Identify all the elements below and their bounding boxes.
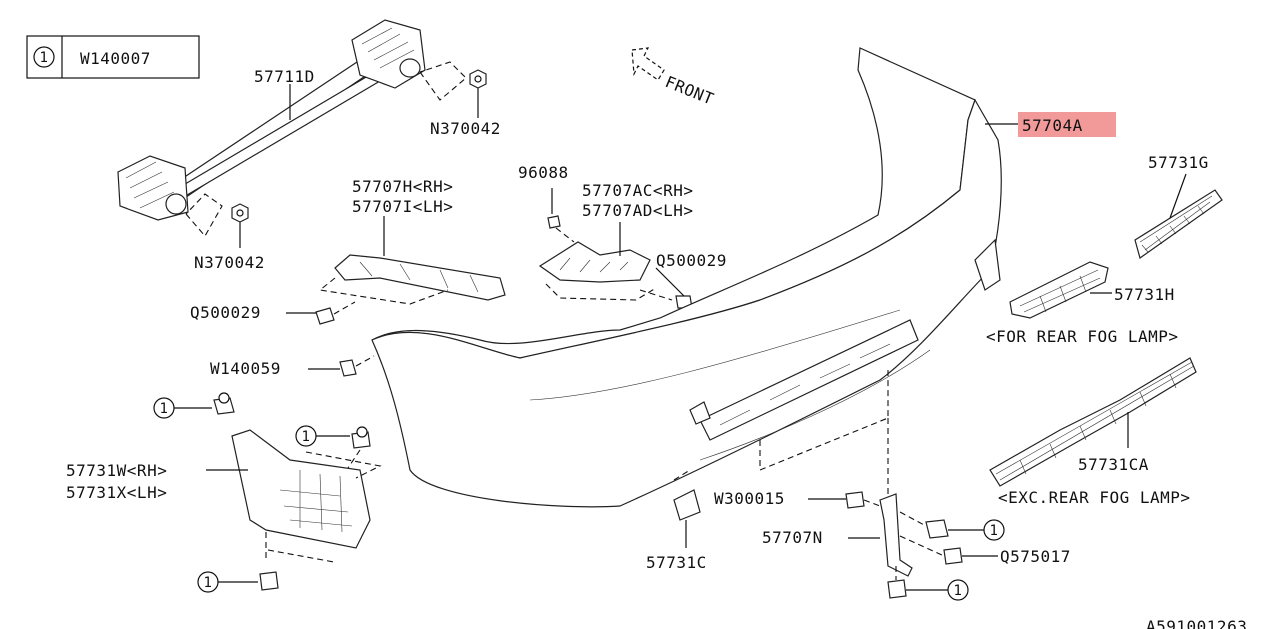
label-bracket-n: 57707N [762, 528, 823, 547]
label-cover-lh: 57731X<LH> [66, 483, 167, 502]
cap-57731c [673, 469, 701, 521]
label-clip-w140059: W140059 [210, 359, 281, 378]
legend-symbol: 1 [40, 50, 49, 66]
clip-w140059 [339, 355, 375, 377]
rear-bumper-cover [371, 47, 1002, 508]
label-clip-96088: 96088 [518, 163, 569, 182]
label-grille-h: 57731H [1114, 285, 1175, 304]
ref-marker-4-label: 1 [990, 523, 999, 539]
screw-q500029-left [315, 301, 356, 325]
front-arrow: FRONT [631, 47, 717, 109]
label-screw-mid: Q500029 [656, 251, 727, 270]
label-nut-left: N370042 [194, 253, 265, 272]
label-bracket-rh: 57707H<RH> [352, 177, 453, 196]
label-screw-left: Q500029 [190, 303, 261, 322]
ref-marker-4: 1 [948, 519, 1005, 541]
bracket-57707n [845, 491, 963, 599]
lower-side-cover [213, 392, 382, 591]
legend-box: 1 W140007 [26, 35, 200, 79]
ref-marker-1-label: 1 [160, 401, 169, 417]
label-bracket-ad: 57707AD<LH> [582, 201, 693, 220]
label-nut-w300015: W300015 [714, 489, 785, 508]
note-exc-fog: <EXC.REAR FOG LAMP> [998, 488, 1191, 507]
ref-marker-5-label: 1 [954, 583, 963, 599]
label-bumper: 57704A [1022, 116, 1083, 135]
legend-code: W140007 [80, 49, 151, 68]
ref-marker-2-label: 1 [302, 429, 311, 445]
grille-57731h [1009, 261, 1109, 319]
ref-marker-3: 1 [197, 571, 258, 593]
ref-marker-2: 1 [295, 425, 350, 447]
highlight-bumper-label [1018, 112, 1116, 137]
side-bracket-h-i [318, 254, 506, 305]
label-bracket-ac: 57707AC<RH> [582, 181, 693, 200]
ref-marker-3-label: 1 [204, 575, 213, 591]
label-cap-c: 57731C [646, 553, 707, 572]
label-grille-ca: 57731CA [1078, 455, 1149, 474]
label-screw-q575017: Q575017 [1000, 547, 1071, 566]
drawing-id: A591001263 [1146, 617, 1247, 629]
label-cover-rh: 57731W<RH> [66, 461, 167, 480]
center-bracket-ac-ad [538, 215, 693, 309]
ref-marker-1: 1 [153, 397, 212, 419]
note-fog-lamp: <FOR REAR FOG LAMP> [986, 327, 1179, 346]
grille-57731g [1134, 189, 1223, 259]
label-beam: 57711D [254, 67, 315, 86]
front-label: FRONT [663, 72, 717, 109]
label-nut-top: N370042 [430, 119, 501, 138]
label-grille-g: 57731G [1148, 153, 1209, 172]
grille-57731ca [989, 357, 1197, 487]
label-bracket-lh: 57707I<LH> [352, 197, 453, 216]
reinforcement-beam [117, 19, 487, 237]
ref-marker-5: 1 [906, 579, 969, 601]
